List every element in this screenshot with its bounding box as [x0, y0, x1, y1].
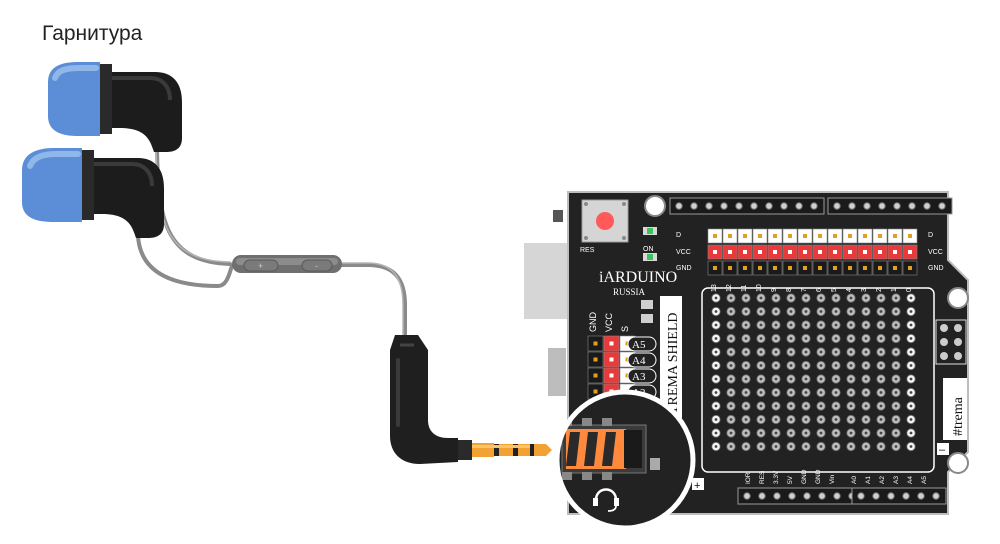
- header-pin: [788, 492, 796, 500]
- header-pin: [803, 492, 811, 500]
- reset-button: [581, 199, 629, 243]
- digital-pin-label: 7: [801, 288, 808, 292]
- header-pin: [932, 492, 940, 500]
- header-pin: [917, 492, 925, 500]
- analog-header-label: S: [620, 326, 630, 332]
- header-pin: [902, 492, 910, 500]
- header-pin: [795, 202, 803, 210]
- power-pin-label: RES: [759, 470, 766, 484]
- header-pin: [818, 492, 826, 500]
- analog-header-label: VCC: [604, 312, 614, 332]
- prototype-grid: [711, 293, 916, 452]
- digital-pin-label: 3: [861, 288, 868, 292]
- analog-bottom-label: A0: [851, 476, 858, 484]
- analog-pin-label: A4: [632, 355, 646, 367]
- header-label-gnd: GND: [928, 265, 944, 272]
- header-pin: [863, 202, 871, 210]
- digital-pin-label: 5: [831, 288, 838, 292]
- reset-label: RES: [580, 247, 595, 254]
- side-connector: [935, 319, 967, 365]
- analog-header-label: GND: [588, 312, 598, 333]
- status-leds: [643, 227, 657, 261]
- earbud-left: [48, 62, 182, 152]
- header-pin: [893, 202, 901, 210]
- header-pin: [878, 202, 886, 210]
- digital-pin-label: 12: [726, 284, 733, 292]
- shield-name-label: TREMA SHIELD: [666, 313, 681, 415]
- header-pin: [735, 202, 743, 210]
- analog-pin-label: A5: [632, 339, 646, 351]
- headset-remote: + -: [232, 255, 342, 273]
- digital-pin-label: 9: [771, 288, 778, 292]
- minus-label: –: [939, 444, 946, 456]
- analog-bottom-label: A1: [865, 476, 872, 484]
- trema-shield-board: RES ON iARDUINO RUSSIA D VCC GND D VCC G…: [524, 191, 969, 531]
- header-pin: [705, 202, 713, 210]
- header-pin: [720, 202, 728, 210]
- header-pin: [938, 202, 946, 210]
- digital-pin-label: 11: [741, 285, 748, 292]
- analog-bottom-label: A5: [921, 476, 928, 484]
- brand-label: iARDUINO: [599, 269, 677, 286]
- header-pin: [780, 202, 788, 210]
- power-pin-label: GND: [801, 469, 808, 484]
- header-label-vcc: VCC: [928, 249, 943, 256]
- header-pin: [750, 202, 758, 210]
- country-label: RUSSIA: [613, 287, 646, 297]
- analog-bottom-label: A3: [893, 476, 900, 484]
- header-pin: [675, 202, 683, 210]
- power-pin-label: GND: [815, 469, 822, 484]
- header-label-gnd-left: GND: [676, 265, 692, 272]
- header-label-d: D: [928, 232, 933, 239]
- header-pin: [765, 202, 773, 210]
- analog-bottom-label: A2: [879, 476, 886, 484]
- digital-pin-label: 6: [816, 288, 823, 292]
- header-pin: [810, 202, 818, 210]
- digital-pin-label: 8: [786, 288, 793, 292]
- page-title: Гарнитура: [42, 22, 143, 45]
- svg-text:+: +: [258, 261, 263, 271]
- analog-pin-label: A3: [632, 371, 646, 383]
- header-pin: [887, 492, 895, 500]
- header-pin: [833, 202, 841, 210]
- power-pin-label: 3.3V: [773, 470, 780, 484]
- plus-label: +: [694, 480, 700, 492]
- header-pin: [773, 492, 781, 500]
- header-pin: [857, 492, 865, 500]
- power-pin-label: IOR: [745, 472, 752, 484]
- power-jack: [548, 348, 566, 396]
- digital-pin-label: 0: [906, 288, 913, 292]
- header-label-vcc-left: VCC: [676, 249, 691, 256]
- header-label-d-left: D: [676, 232, 681, 239]
- header-pin: [690, 202, 698, 210]
- audio-jack-plug: [390, 335, 552, 464]
- header-pin: [848, 202, 856, 210]
- led-label: ON: [643, 246, 654, 253]
- earbud-right: [22, 148, 164, 238]
- trema-tag: #trema: [951, 396, 966, 436]
- power-pin-label: 5V: [787, 475, 794, 484]
- svg-text:-: -: [315, 261, 318, 271]
- digital-pin-label: 13: [711, 284, 718, 292]
- headset: + -: [22, 62, 552, 464]
- header-pin: [872, 492, 880, 500]
- digital-pin-label: 2: [876, 288, 883, 292]
- bottom-headers: IOR RES 3.3V 5V GND GND Vin A0 A1 A2 A3 A4 A5: [737, 469, 947, 505]
- digital-pin-label: 10: [756, 284, 763, 292]
- header-pin: [833, 492, 841, 500]
- digital-pin-label: 1: [891, 288, 898, 292]
- headset-icon: [593, 488, 619, 512]
- usb-connector: [524, 243, 570, 319]
- header-pin: [758, 492, 766, 500]
- digital-header: [707, 228, 918, 276]
- digital-pin-label: 4: [846, 288, 853, 292]
- power-pin-label: Vin: [829, 474, 836, 484]
- analog-bottom-label: A4: [907, 476, 914, 484]
- audio-jack-zoom: [554, 389, 696, 531]
- header-pin: [908, 202, 916, 210]
- header-pin: [923, 202, 931, 210]
- header-pin: [743, 492, 751, 500]
